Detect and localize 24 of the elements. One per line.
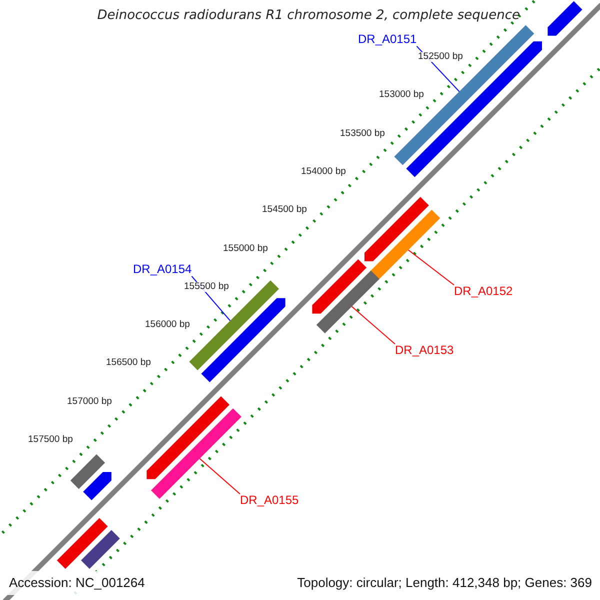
gene-label: DR_A0151 — [358, 33, 417, 46]
gene-bar — [370, 210, 440, 280]
tick-label: 155000 bp — [223, 244, 268, 254]
title: Deinococcus radiodurans R1 chromosome 2, complete sequence — [97, 9, 520, 24]
tick-label: 152500 bp — [418, 52, 463, 62]
gene-label: DR_A0152 — [454, 285, 513, 298]
tick-label: 153500 bp — [340, 128, 385, 140]
tick-label: 154500 bp — [262, 205, 307, 216]
tick-label: 156500 bp — [106, 358, 151, 369]
tick-label: 156000 bp — [145, 320, 190, 331]
tick-label: 154000 bp — [301, 166, 346, 178]
leader-line — [408, 249, 454, 286]
tick-label: 157000 bp — [67, 396, 112, 408]
gene-label: DR_A0155 — [240, 494, 299, 508]
tick-label: 155500 bp — [184, 282, 229, 292]
gene-bar — [151, 408, 242, 499]
tick-label: 153000 bp — [379, 90, 424, 101]
info-label: Topology: circular; Length: 412,348 bp; Genes: 369 — [297, 576, 592, 590]
gene-label: DR_A0154 — [133, 263, 192, 276]
leader-line — [199, 458, 240, 494]
gene-label: DR_A0153 — [395, 344, 454, 358]
leader-line — [351, 306, 396, 344]
gene-bar — [316, 270, 380, 334]
tick-label: 157500 bp — [28, 435, 73, 446]
